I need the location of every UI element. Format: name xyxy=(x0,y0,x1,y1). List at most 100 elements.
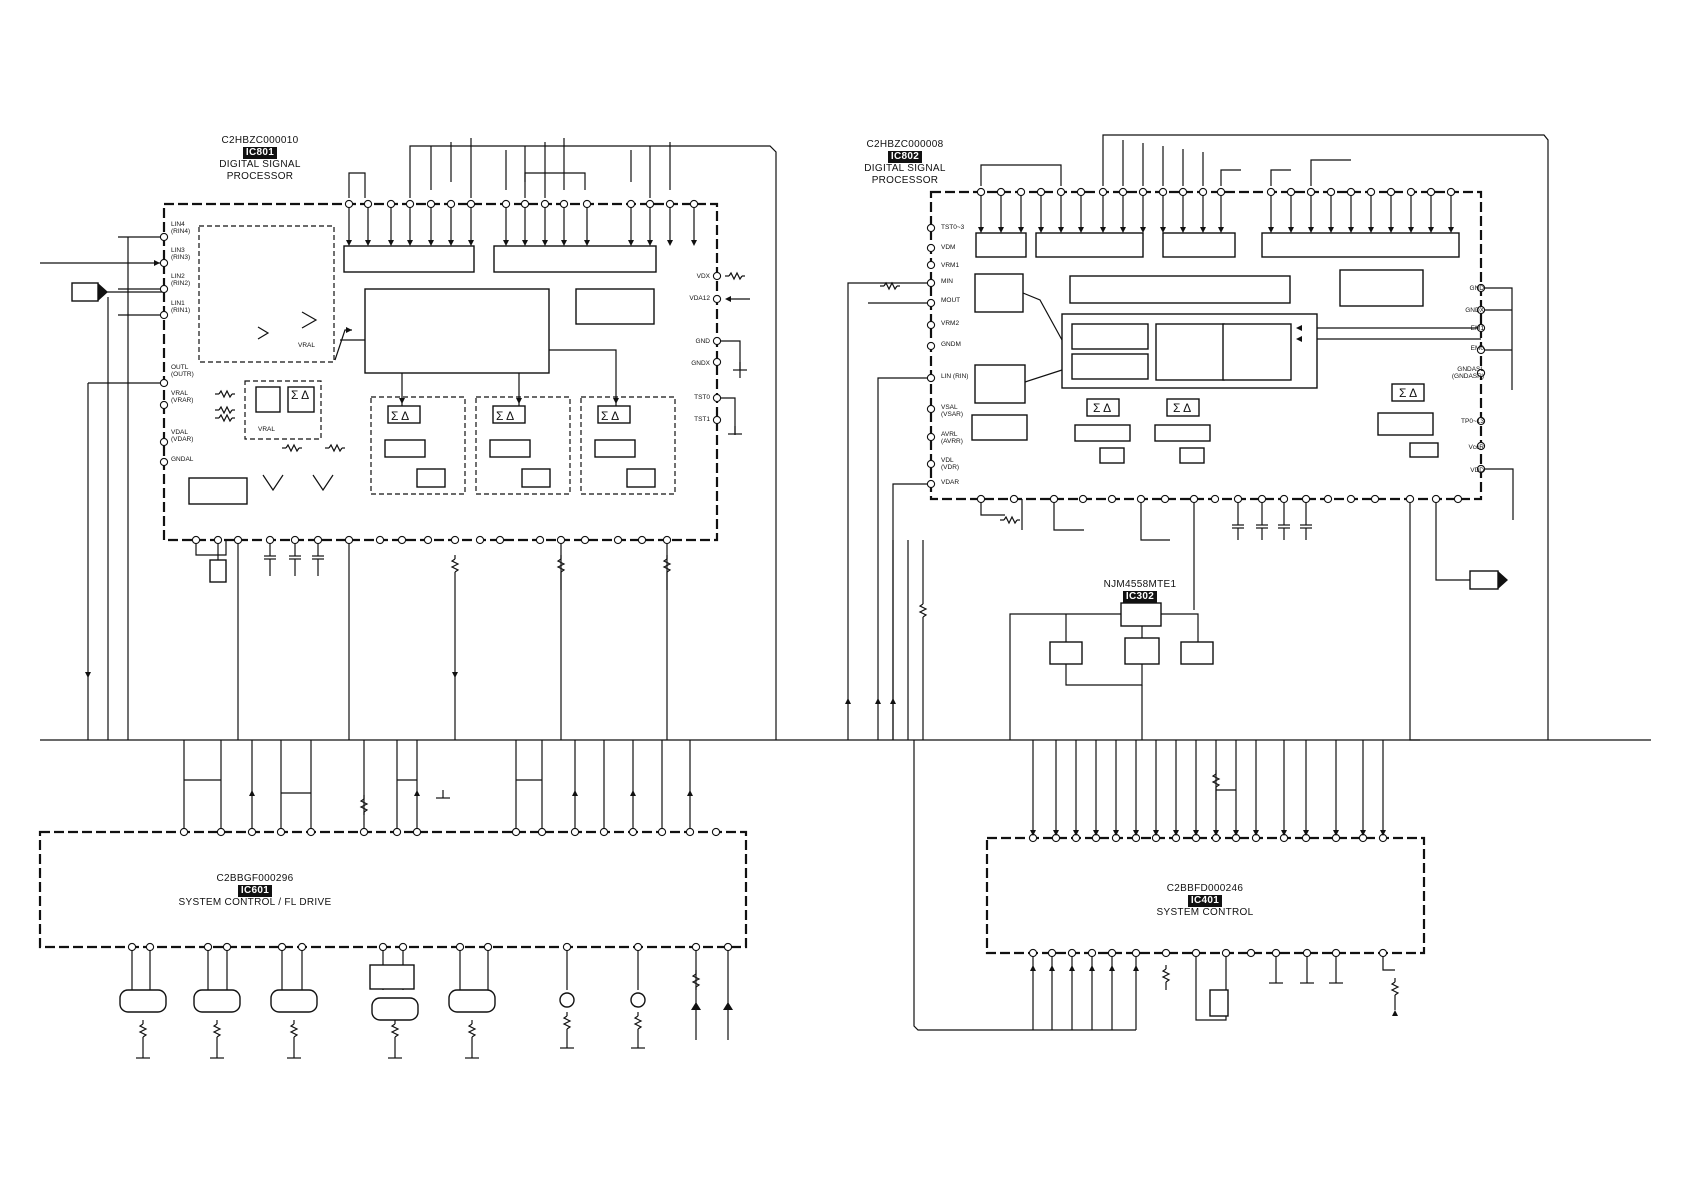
ic302-ref: IC302 xyxy=(1122,591,1158,603)
arrow-down xyxy=(1380,830,1386,836)
ic802-pin-vrm1: VRM1 xyxy=(941,262,960,269)
ic801-pin-lin4: LIN4 (RIN4) xyxy=(171,221,191,235)
wire xyxy=(1053,499,1084,531)
arrow-up xyxy=(1049,965,1055,971)
arrow-down xyxy=(691,240,697,246)
ic801-left-pin xyxy=(159,284,169,294)
ic601-top-pin xyxy=(537,827,547,837)
ic802-pin-gndasl: GNDASL (GNDASR) xyxy=(1451,366,1484,380)
arrow-down xyxy=(1030,830,1036,836)
ic601-top-pin xyxy=(657,827,667,837)
ic802-sub-block-1 xyxy=(1071,323,1149,350)
ic801-input-jack xyxy=(71,282,99,302)
ic801-left-pin xyxy=(159,232,169,242)
ic802-bottom-pin xyxy=(1049,494,1059,504)
resistor xyxy=(218,389,233,399)
ic802-pin-avrl: AVRL (AVRR) xyxy=(941,431,963,445)
arrow-up xyxy=(687,790,693,796)
resistor xyxy=(556,558,566,573)
wire xyxy=(1382,953,1395,971)
ic801-memory-block xyxy=(575,288,655,325)
ic802-left-pin xyxy=(926,260,936,270)
resistor xyxy=(218,405,233,415)
sigma-delta-1: Σ Δ xyxy=(291,388,310,402)
arrow-down xyxy=(516,398,522,404)
sigma-delta-7: Σ Δ xyxy=(1399,386,1418,400)
ic401-bottom-pin xyxy=(1131,948,1141,958)
resistor xyxy=(883,281,898,291)
ic802-bottom-pin xyxy=(1370,494,1380,504)
ic401-bottom-pin xyxy=(1302,948,1312,958)
ic802-adc-block xyxy=(974,364,1026,404)
ic401-part: C2BBFD000246 xyxy=(1166,883,1244,894)
ic802-if-block-1 xyxy=(975,232,1027,258)
resistor xyxy=(450,558,460,573)
ic801-top-pin xyxy=(344,199,354,209)
ic601-top-pin xyxy=(412,827,422,837)
ic802-bottom-pin xyxy=(1160,494,1170,504)
fl-led-module-1 xyxy=(119,989,167,1013)
wire xyxy=(409,145,777,740)
ic801-pin-vdx: VDX xyxy=(696,273,710,280)
resistor xyxy=(359,798,369,813)
arrow-up xyxy=(414,790,420,796)
resistor xyxy=(285,443,300,453)
ic601-driver-block xyxy=(369,964,415,990)
ic802-bottom-pin xyxy=(1323,494,1333,504)
arrow-down xyxy=(503,240,509,246)
ic802-left-pin xyxy=(926,278,936,288)
ic801-bottom-pin xyxy=(580,535,590,545)
arrow-down xyxy=(407,240,413,246)
arrow-down xyxy=(1180,227,1186,233)
ic802-sub-block-3 xyxy=(1155,323,1225,381)
ic802-pin-vdar: VDAR xyxy=(941,479,960,486)
arrow-down xyxy=(1288,227,1294,233)
ic601-bottom-pin xyxy=(483,942,493,952)
ic601-bottom-pin xyxy=(691,942,701,952)
ic802-top-pin xyxy=(1346,187,1356,197)
ic802-pin-min: MIN xyxy=(941,278,953,285)
wire xyxy=(257,326,270,340)
ic801-bottom-pin xyxy=(475,535,485,545)
ic801-bottom-pin xyxy=(233,535,243,545)
arrow-down xyxy=(978,227,984,233)
ic801-bottom-pin xyxy=(423,535,433,545)
arrow-up xyxy=(1030,965,1036,971)
arrow-down xyxy=(1093,830,1099,836)
ic801-bottom-pin xyxy=(344,535,354,545)
wire xyxy=(980,499,1005,516)
resistor xyxy=(633,1015,643,1030)
ic601-top-pin xyxy=(599,827,609,837)
ic801-top-pin xyxy=(501,199,511,209)
ic802-bottom-pin xyxy=(1078,494,1088,504)
ic801-pin-lin1: LIN1 (RIN1) xyxy=(171,300,191,314)
ic802-sub-block-4 xyxy=(1222,323,1292,381)
arrow-down xyxy=(1333,830,1339,836)
resistor xyxy=(212,1023,222,1038)
arrow-down xyxy=(1038,227,1044,233)
ic802-bottom-pin xyxy=(1431,494,1441,504)
ic802-right-pin xyxy=(1476,441,1486,451)
arrow-down xyxy=(628,240,634,246)
ic801-left-pin xyxy=(159,437,169,447)
ic801-top-pin xyxy=(689,199,699,209)
arrow-down xyxy=(1133,830,1139,836)
ic401-crystal xyxy=(1209,989,1229,1017)
ic802-bottom-pin xyxy=(1136,494,1146,504)
wire xyxy=(1102,134,1549,740)
arrow-up xyxy=(875,698,881,704)
arrow-down xyxy=(399,398,405,404)
ic801-top-pin xyxy=(426,199,436,209)
ic802-bottom-pin xyxy=(1405,494,1415,504)
arrow-left xyxy=(1296,325,1302,331)
ic302-opamp-a xyxy=(1120,602,1162,627)
ic801-left-pin xyxy=(159,457,169,467)
ic801-bottom-pin xyxy=(535,535,545,545)
ic802-top-pin xyxy=(1286,187,1296,197)
ic802-left-pin xyxy=(926,479,936,489)
ic802-bottom-pin xyxy=(1107,494,1117,504)
ic401-bottom-pin xyxy=(1271,948,1281,958)
ic302-opamp-c xyxy=(1180,641,1214,665)
ic801-sigma-delta-a xyxy=(287,386,315,413)
ic801-interface-block xyxy=(343,245,475,273)
